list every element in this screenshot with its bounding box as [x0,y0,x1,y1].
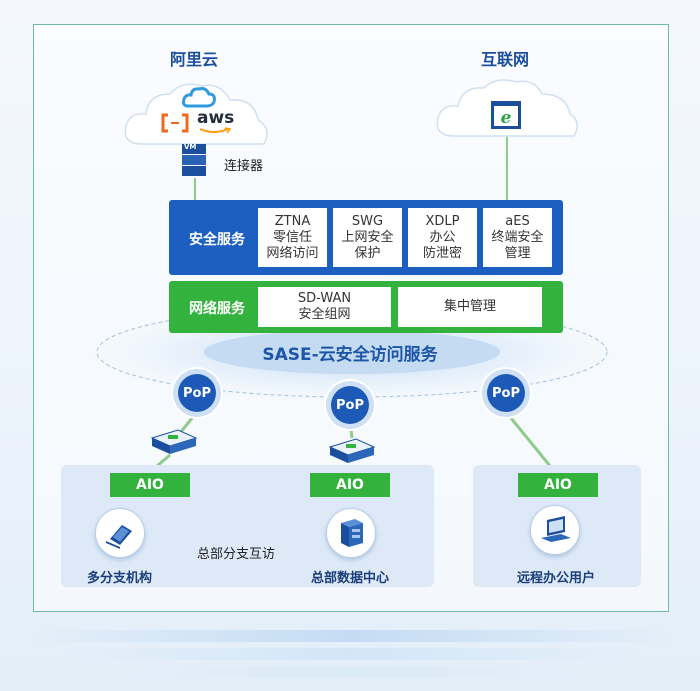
aliyun-title: 阿里云 [170,50,219,69]
xdlp-cell: XDLP 办公 防泄密 [408,208,477,267]
connector-label: 连接器 [224,159,264,174]
aliyun-cloud [124,83,268,145]
sdwan-appliance-icon [150,429,198,454]
interconnect-label: 总部分支互访 [197,547,276,562]
ztna-line1: ZTNA [274,213,311,229]
swg-line3: 保护 [354,245,381,261]
computer-icon [106,525,132,549]
remote-user-icon [530,505,580,555]
sdwan-line2: 安全组网 [298,307,351,322]
swg-cell: SWG 上网安全 保护 [333,208,402,267]
vm-label: VM [184,143,197,151]
sase-ring [96,306,608,398]
remote-label: 远程办公用户 [517,571,596,586]
sdwan-appliance-icon [328,438,376,463]
ztna-line3: 网络访问 [266,245,319,261]
internet-title: 互联网 [481,50,530,69]
aes-cell: aES 终端安全 管理 [483,208,552,267]
aio-hq: AIO [310,473,390,497]
xdlp-line1: XDLP [425,213,460,229]
swg-line2: 上网安全 [341,229,394,245]
svg-text:e: e [501,108,512,128]
vm-server-icon [182,144,206,176]
xdlp-line3: 防泄密 [422,245,462,261]
central-mgmt-cell: 集中管理 [398,287,542,327]
network-services-band: 网络服务 SD-WAN 安全组网 集中管理 [169,281,563,333]
aes-line3: 管理 [504,245,531,261]
sdwan-cell: SD-WAN 安全组网 [258,287,391,327]
base-stripe [100,666,600,678]
cloud-logo-icon [182,87,216,108]
aws-smile-icon [199,127,232,134]
sdwan-line1: SD-WAN [297,291,352,306]
ztna-cell: ZTNA 零信任 网络访问 [258,208,327,267]
aws-logo: aws [197,108,235,128]
pop-node-remote: PoP [487,374,525,412]
xdlp-line2: 办公 [429,229,456,245]
aio-remote: AIO [518,473,598,497]
branch-label: 多分支机构 [87,571,153,586]
laptop-icon [541,516,571,542]
base-stripe [60,648,640,660]
central-mgmt-label: 集中管理 [443,299,496,314]
ztna-line2: 零信任 [272,229,312,245]
alibaba-logo-icon [161,113,189,133]
security-services-band: 安全服务 ZTNA 零信任 网络访问 SWG 上网安全 保护 XDLP 办公 防… [169,200,563,275]
pop-node-hq: PoP [331,386,369,424]
datacenter-icon [326,508,376,558]
branch-office-icon [95,508,145,558]
security-services-title: 安全服务 [189,232,245,248]
aes-line2: 终端安全 [491,229,544,245]
sase-inner-ellipse [204,330,500,374]
network-services-title: 网络服务 [189,301,245,317]
pop-node-branch: PoP [178,374,216,412]
aes-line1: aES [505,213,530,229]
aio-branch: AIO [110,473,190,497]
sase-label: SASE-云安全访问服务 [262,345,438,365]
swg-line1: SWG [351,213,384,229]
server-rack-icon [341,519,363,547]
browser-ie-icon: e [491,101,521,129]
hq-label: 总部数据中心 [311,571,390,586]
base-stripe [25,630,675,642]
